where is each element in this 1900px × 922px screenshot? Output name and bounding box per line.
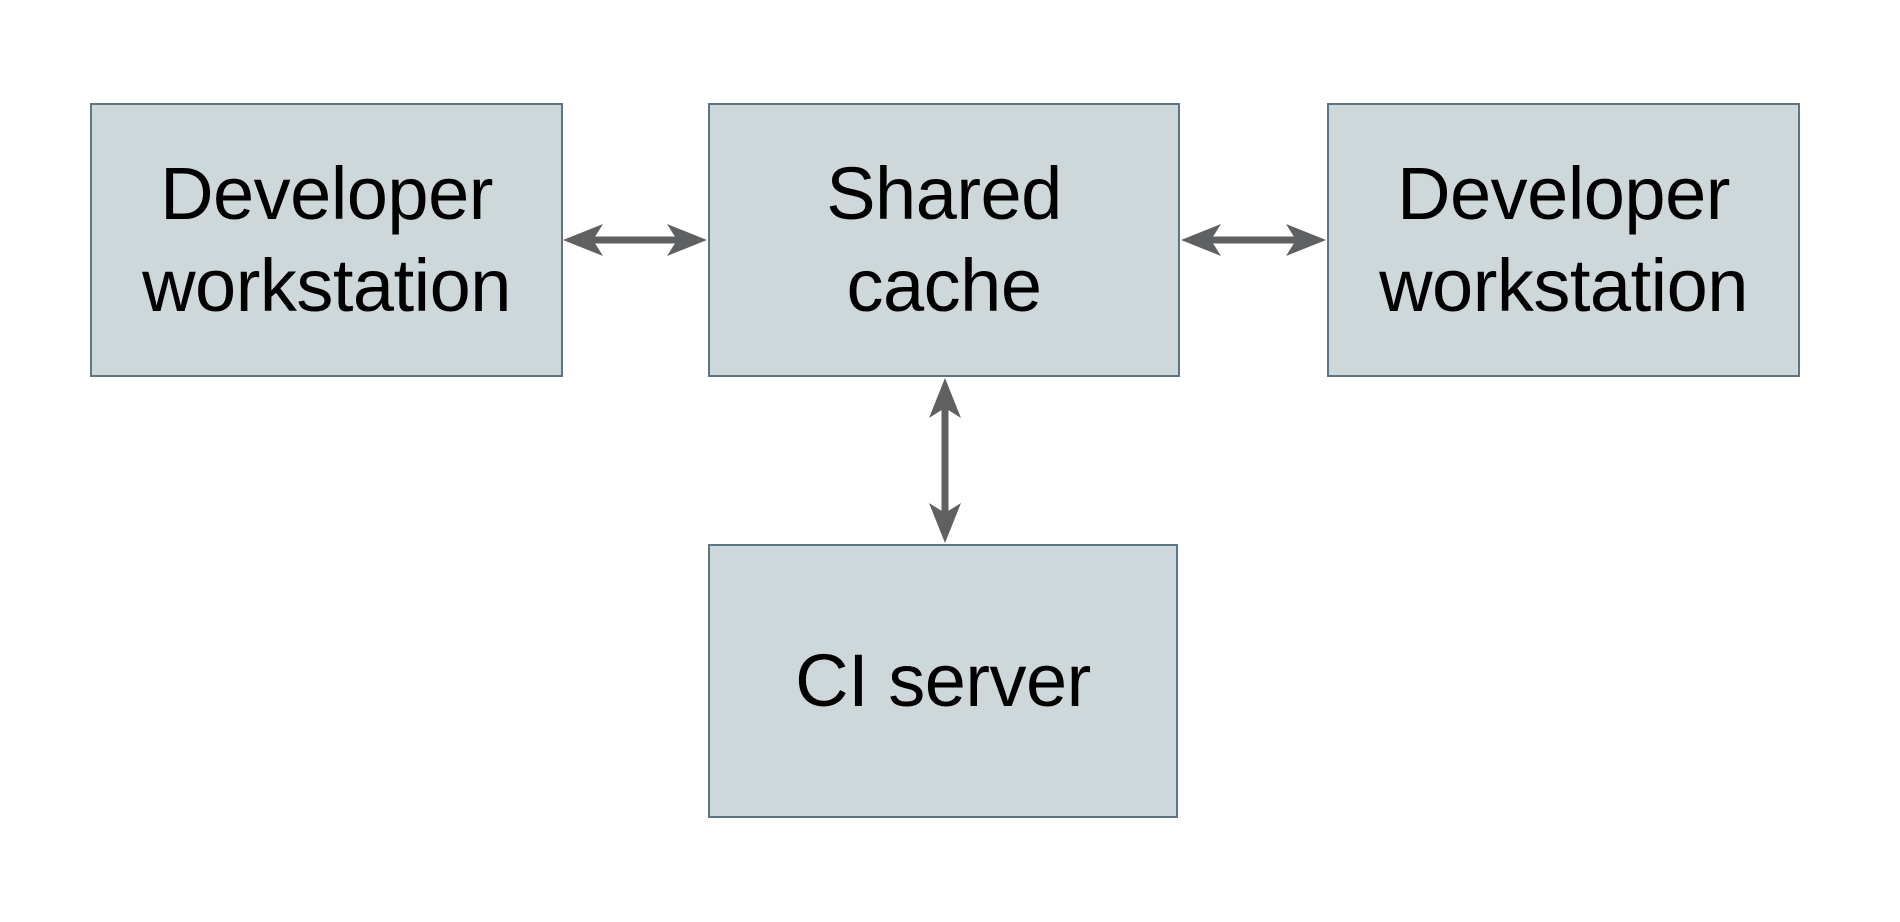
node-ci-server: CI server — [708, 544, 1178, 818]
arrow-left-workstation-shared-cache — [563, 224, 707, 256]
node-developer-workstation-right: Developer workstation — [1327, 103, 1800, 377]
node-developer-workstation-left: Developer workstation — [90, 103, 563, 377]
arrow-shared-cache-ci-server — [929, 378, 961, 543]
node-label: Developer workstation — [1379, 152, 1748, 327]
arrow-shared-cache-right-workstation — [1181, 224, 1326, 256]
node-label: CI server — [795, 639, 1091, 722]
node-label: Shared cache — [826, 152, 1062, 327]
node-shared-cache: Shared cache — [708, 103, 1180, 377]
node-label: Developer workstation — [142, 152, 511, 327]
